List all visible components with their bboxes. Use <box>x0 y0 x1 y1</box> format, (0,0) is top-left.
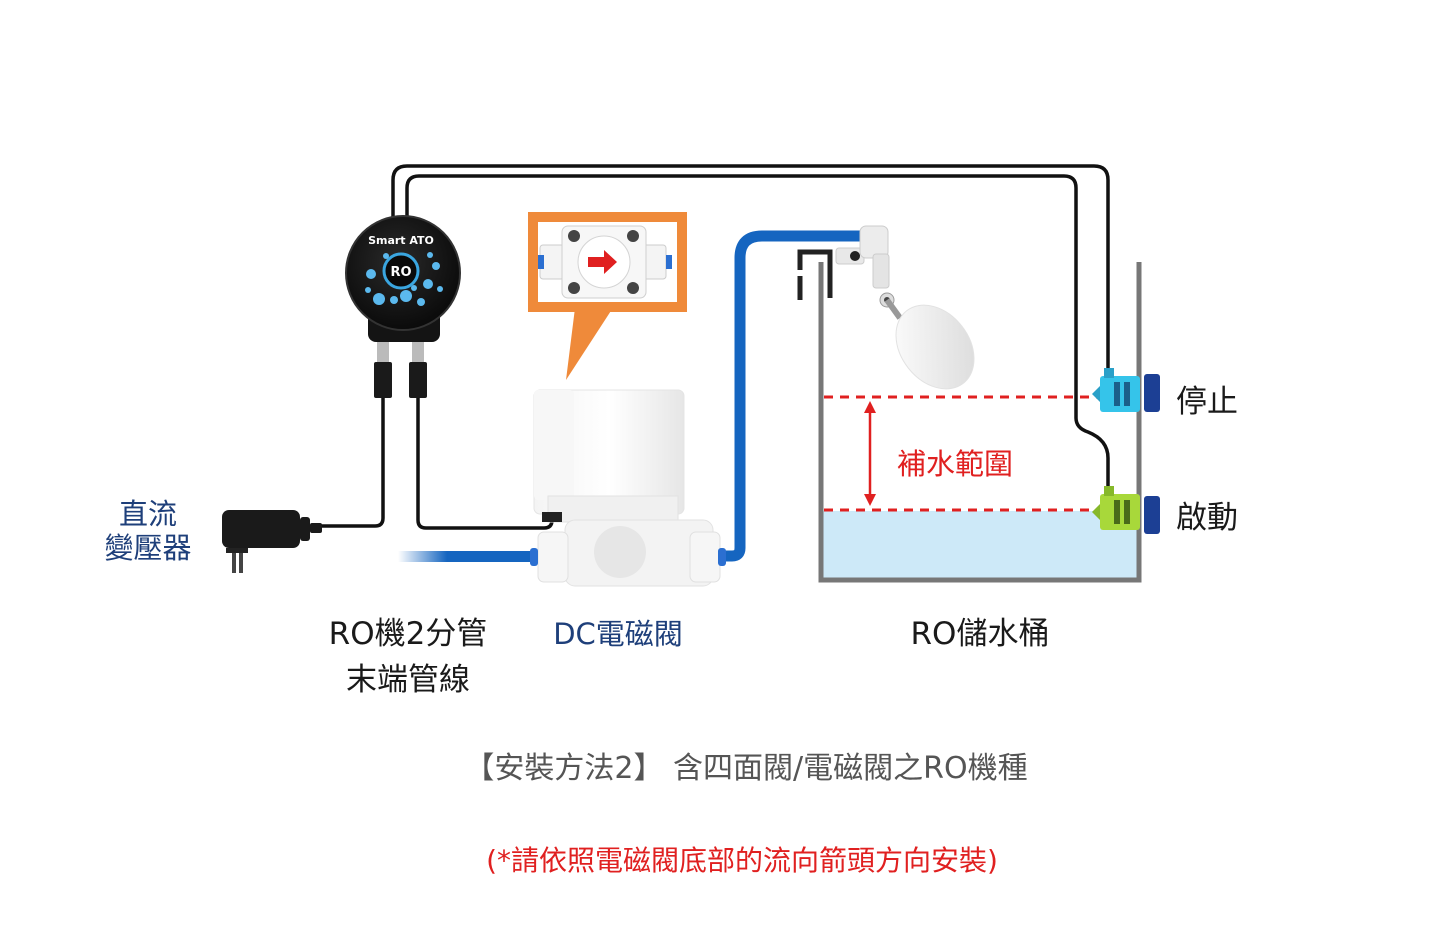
caption-note: (*請依照電磁閥底部的流向箭頭方向安裝) <box>486 844 998 877</box>
dc-solenoid-valve <box>530 389 726 587</box>
smart-ato-controller: Smart ATO RO <box>345 215 461 398</box>
ro-pipe-label-line1: RO機2分管 <box>329 616 488 652</box>
dc-adapter <box>222 510 322 573</box>
tank-label: RO儲水桶 <box>911 616 1050 652</box>
ro-inlet-pipe <box>398 551 538 562</box>
adapter-label-line1: 直流 <box>119 497 177 531</box>
float-valve <box>797 225 975 390</box>
sensor-cable <box>391 164 1110 495</box>
stop-label: 停止 <box>1176 384 1238 420</box>
bubble-decoration <box>365 252 443 306</box>
adapter-label-line2: 變壓器 <box>104 531 191 565</box>
refill-range-label: 補水範圍 <box>897 447 1013 481</box>
ro-outlet-pipe <box>718 230 862 562</box>
refill-range <box>824 395 1098 512</box>
controller-brand: Smart ATO <box>368 234 434 247</box>
tank-water <box>821 511 1139 580</box>
solenoid-label: DC電磁閥 <box>553 617 683 651</box>
stop-sensor <box>1092 368 1160 412</box>
flow-direction-callout <box>528 212 687 380</box>
caption-title: 【安裝方法2】 含四面閥/電磁閥之RO機種 <box>464 751 1027 786</box>
ro-pipe-label-line2: 末端管線 <box>346 662 470 698</box>
controller-logo: RO <box>390 265 411 280</box>
ro-storage-tank <box>818 262 1142 583</box>
flow-arrow-icon <box>588 250 617 274</box>
start-label: 啟動 <box>1176 500 1238 536</box>
power-cable <box>320 398 554 530</box>
start-sensor <box>1092 486 1160 534</box>
